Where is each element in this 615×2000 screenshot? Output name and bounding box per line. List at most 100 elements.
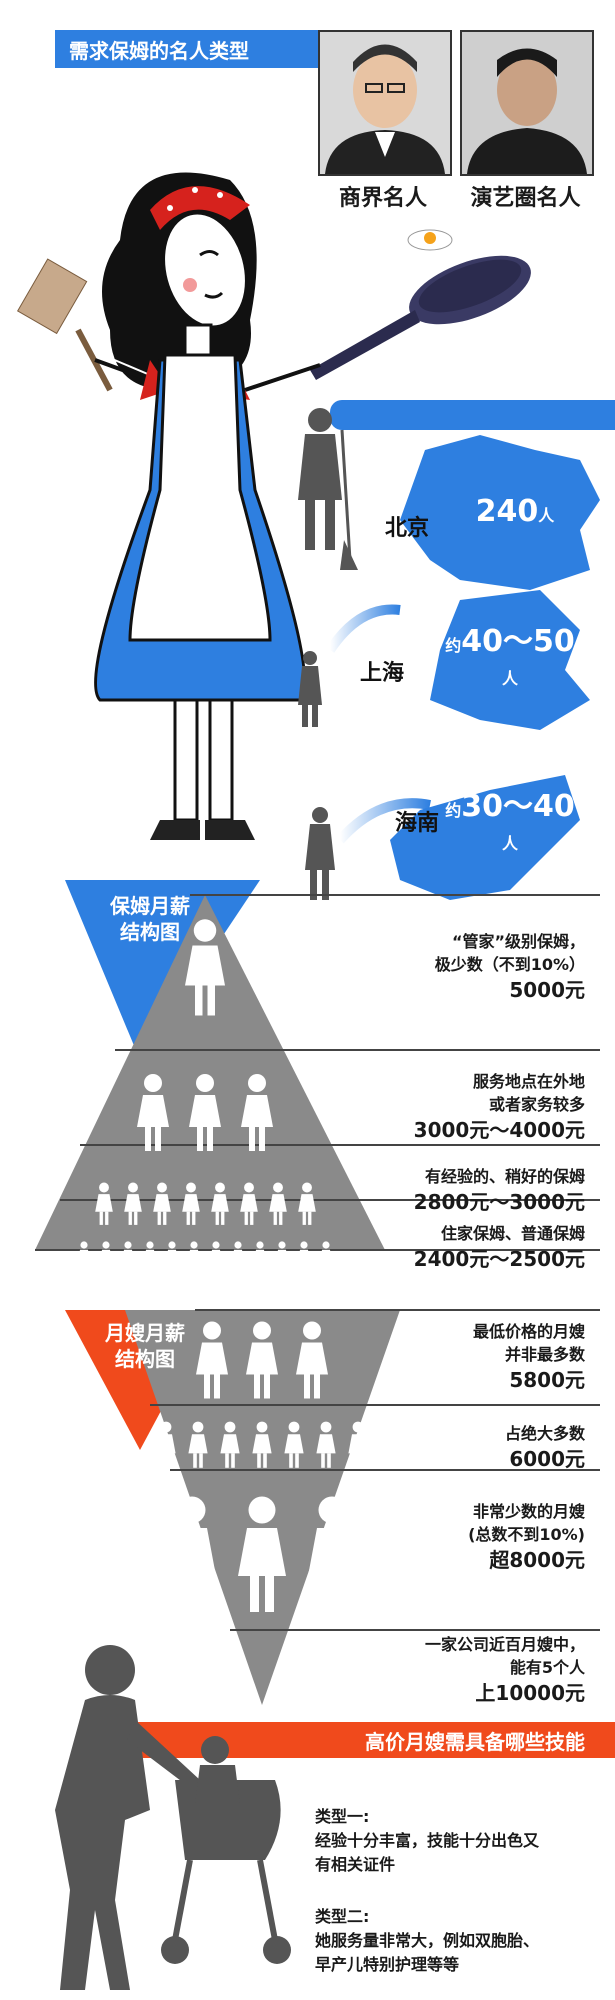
woman-figure-icon bbox=[186, 1420, 210, 1474]
maid-silhouette-hainan bbox=[305, 807, 335, 900]
nanny-pyramid-title-line1: 保姆月薪 bbox=[110, 894, 190, 918]
woman-figure-icon bbox=[302, 1490, 362, 1624]
woman-figure-icon bbox=[98, 1240, 114, 1278]
skill-type-2: 类型二: 她服务量非常大，例如双胞胎、 早产儿特别护理等等 bbox=[315, 1905, 605, 1977]
woman-figure-icon bbox=[151, 1180, 173, 1232]
maid-silhouette-beijing bbox=[298, 408, 358, 570]
woman-figure-icon bbox=[274, 1240, 290, 1278]
nanny-tier-2-desc2: 或者家务较多 bbox=[488, 1095, 585, 1115]
woman-figure-icon bbox=[192, 1318, 232, 1407]
yuesao-tier-3: 非常少数的月嫂 (总数不到10%) 超8000元 bbox=[468, 1500, 585, 1575]
yuesao-tier-2-desc1: 占绝大多数 bbox=[504, 1424, 585, 1443]
woman-figure-icon bbox=[120, 1240, 136, 1278]
skill-type-1: 类型一: 经验十分丰富，技能十分出色又 有相关证件 bbox=[315, 1805, 605, 1877]
hainan-map-shape bbox=[390, 775, 580, 900]
nanny-tier-1-desc2: 极少数（不到10%） bbox=[434, 955, 585, 975]
yuesao-tier-4-desc1: 一家公司近百月嫂中， bbox=[424, 1635, 585, 1654]
celebrity-caption-business: 商界名人 bbox=[338, 186, 427, 211]
city-name-shanghai: 上海 bbox=[360, 661, 405, 686]
nanny-tier-3: 有经验的、稍好的保姆 2800元～3000元 bbox=[414, 1165, 585, 1217]
woman-figure-icon bbox=[208, 1240, 224, 1278]
woman-figure-icon bbox=[282, 1420, 306, 1474]
skill-type-1-label: 类型一: bbox=[315, 1807, 370, 1826]
city-count-shanghai-value: 40～50 bbox=[461, 624, 575, 659]
woman-figure-icon bbox=[186, 1240, 202, 1278]
yuesao-tier-3-desc1: 非常少数的月嫂 bbox=[472, 1502, 585, 1521]
woman-figure-icon bbox=[267, 1180, 289, 1232]
yuesao-tier-3-price: 超8000元 bbox=[489, 1548, 585, 1573]
city-count-shanghai: 约40～50人 bbox=[440, 625, 580, 691]
woman-figure-icon bbox=[154, 1420, 178, 1474]
nanny-tier-4-price: 2400元～2500元 bbox=[413, 1247, 585, 1272]
nanny-illustration bbox=[16, 172, 531, 840]
woman-figure-icon bbox=[296, 1180, 318, 1232]
city-count-hainan-prefix: 约 bbox=[445, 801, 462, 820]
businessman-portrait bbox=[318, 30, 452, 176]
woman-figure-icon bbox=[314, 1420, 338, 1474]
yuesao-pyramid-title: 月嫂月薪 结构图 bbox=[75, 1320, 215, 1372]
nanny-tier-3-price: 2800元～3000元 bbox=[413, 1190, 585, 1215]
yuesao-pyramid-title-line2: 结构图 bbox=[115, 1347, 175, 1371]
nanny-pyramid-title: 保姆月薪 结构图 bbox=[75, 893, 225, 945]
woman-figure-icon bbox=[230, 1240, 246, 1278]
nanny-tier-1-desc1: “管家”级别保姆， bbox=[451, 932, 585, 951]
nanny-tier-2-desc1: 服务地点在外地 bbox=[472, 1072, 585, 1091]
city-count-hainan-value: 30～40 bbox=[461, 789, 575, 824]
woman-figure-icon bbox=[252, 1240, 268, 1278]
city-count-beijing-value: 240 bbox=[475, 494, 539, 529]
yuesao-tier-3-desc2: (总数不到10%) bbox=[468, 1525, 585, 1545]
actor-portrait bbox=[460, 30, 594, 176]
skill-type-1-line2: 有相关证件 bbox=[315, 1855, 396, 1874]
header-banner: 需求保姆的名人类型 bbox=[55, 30, 359, 68]
woman-figure-icon bbox=[296, 1240, 312, 1278]
city-count-hainan: 约30～40 人 bbox=[440, 790, 580, 856]
nanny-tier-4: 住家保姆、普通保姆 2400元～2500元 bbox=[414, 1222, 585, 1274]
woman-figure-icon bbox=[238, 1180, 260, 1232]
woman-figure-icon bbox=[232, 1490, 292, 1624]
woman-figure-icon bbox=[164, 1240, 180, 1278]
woman-figure-icon bbox=[318, 1240, 334, 1278]
shanghai-map-shape bbox=[430, 590, 590, 730]
woman-figure-icon bbox=[209, 1180, 231, 1232]
woman-figure-icon bbox=[180, 1180, 202, 1232]
nanny-tier-1-price: 5000元 bbox=[509, 978, 585, 1003]
skills-banner: 高价月嫂需具备哪些技能 bbox=[110, 1722, 615, 1758]
celebrity-caption-entertainment: 演艺圈名人 bbox=[470, 186, 581, 211]
header-title: 需求保姆的名人类型 bbox=[69, 38, 249, 63]
mother-stroller-silhouette bbox=[55, 1645, 291, 1990]
city-count-beijing: 240人 bbox=[455, 495, 575, 528]
skill-type-1-line1: 经验十分丰富，技能十分出色又 bbox=[315, 1831, 540, 1850]
city-section-graphics bbox=[298, 408, 600, 900]
woman-figure-icon bbox=[133, 1068, 173, 1162]
city-count-hainan-unit: 人 bbox=[501, 834, 518, 853]
nanny-tier-2-price: 3000元～4000元 bbox=[413, 1118, 585, 1143]
skill-type-2-label: 类型二: bbox=[315, 1907, 370, 1926]
nanny-tier-1: “管家”级别保姆， 极少数（不到10%） 5000元 bbox=[435, 930, 585, 1005]
nanny-pyramid-title-line2: 结构图 bbox=[120, 920, 180, 944]
woman-figure-icon bbox=[162, 1490, 222, 1624]
yuesao-tier-2: 占绝大多数 6000元 bbox=[505, 1422, 585, 1474]
yuesao-tier-1-desc1: 最低价格的月嫂 bbox=[472, 1322, 585, 1341]
woman-figure-icon bbox=[93, 1180, 115, 1232]
woman-figure-icon bbox=[76, 1240, 92, 1278]
city-name-beijing: 北京 bbox=[385, 516, 430, 541]
woman-figure-icon bbox=[180, 918, 230, 1022]
woman-figure-icon bbox=[185, 1068, 225, 1162]
city-strip bbox=[330, 400, 615, 430]
yuesao-tier-4: 一家公司近百月嫂中， 能有5个人 上10000元 bbox=[425, 1633, 585, 1708]
yuesao-tier-2-price: 6000元 bbox=[509, 1447, 585, 1472]
woman-figure-icon bbox=[237, 1068, 277, 1162]
nanny-tier-4-desc1: 住家保姆、普通保姆 bbox=[440, 1224, 585, 1243]
skill-type-2-line2: 早产儿特别护理等等 bbox=[315, 1955, 460, 1974]
woman-figure-icon bbox=[346, 1420, 370, 1474]
woman-figure-icon bbox=[292, 1318, 332, 1407]
city-count-beijing-unit: 人 bbox=[538, 506, 555, 525]
yuesao-pyramid-title-line1: 月嫂月薪 bbox=[105, 1321, 185, 1345]
woman-figure-icon bbox=[142, 1240, 158, 1278]
yuesao-tier-1-price: 5800元 bbox=[509, 1368, 585, 1393]
yuesao-tier-1: 最低价格的月嫂 并非最多数 5800元 bbox=[473, 1320, 585, 1395]
city-count-shanghai-prefix: 约 bbox=[445, 636, 462, 655]
nanny-tier-3-desc1: 有经验的、稍好的保姆 bbox=[424, 1167, 585, 1186]
beijing-map-shape bbox=[400, 435, 600, 590]
maid-silhouette-shanghai bbox=[298, 651, 322, 727]
